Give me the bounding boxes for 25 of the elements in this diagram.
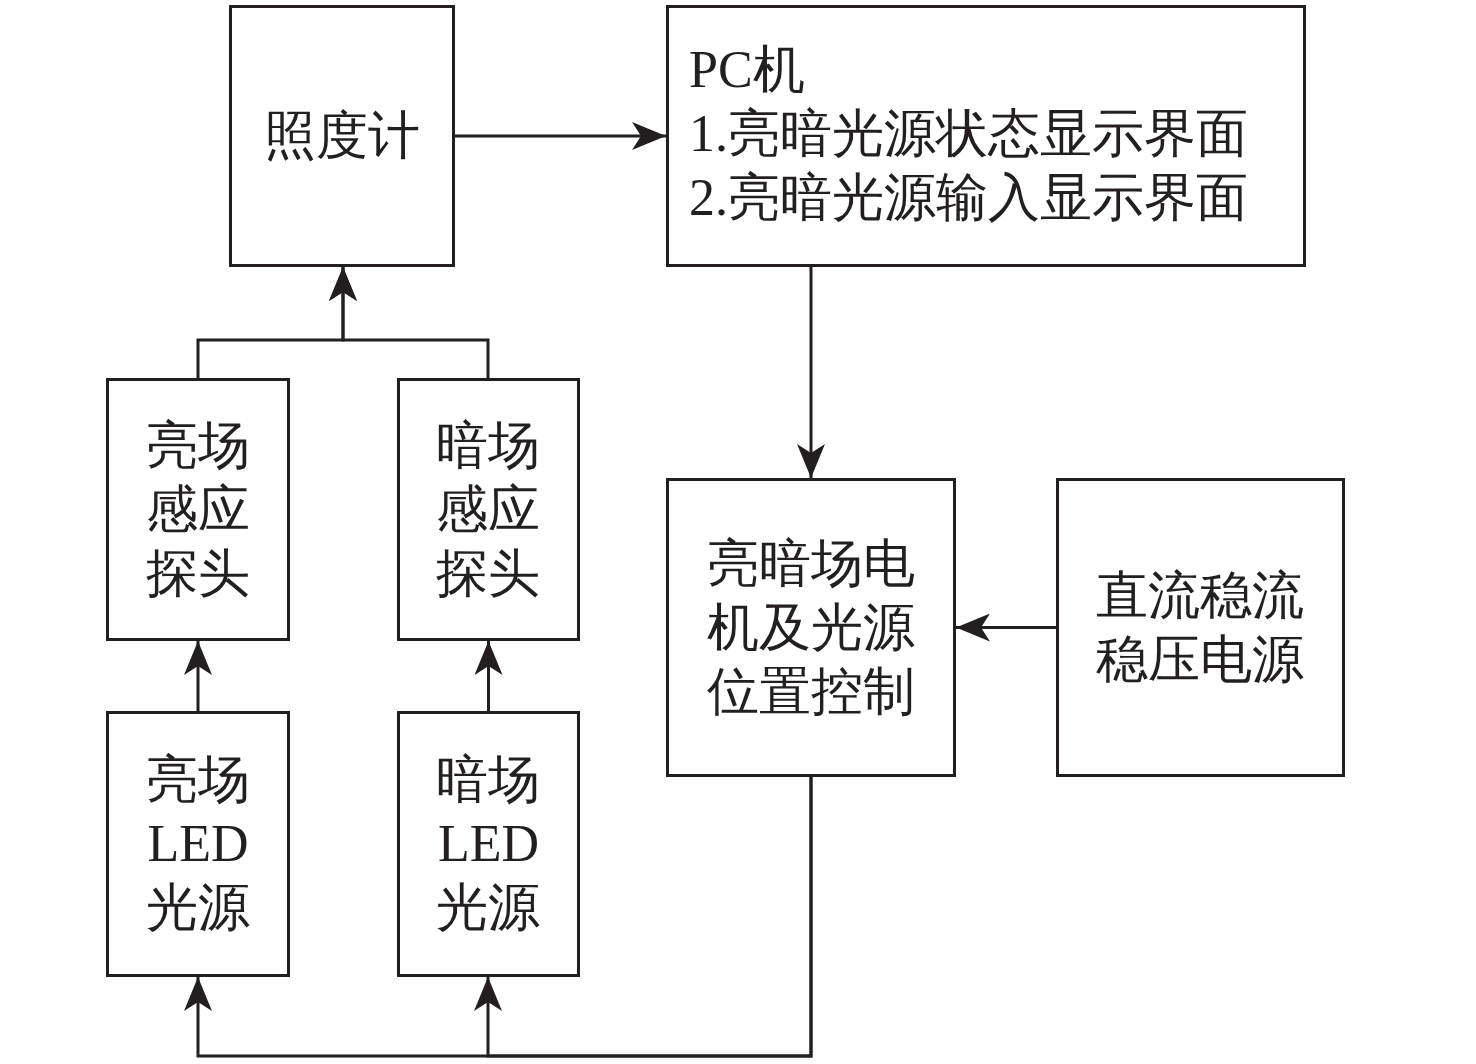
arrow bbox=[455, 122, 666, 150]
box-label: 暗场LED光源 bbox=[435, 750, 542, 938]
box-label: 亮场LED光源 bbox=[145, 750, 251, 938]
process-box bbox=[666, 478, 956, 777]
box-label: 直流稳流稳压电源 bbox=[1095, 565, 1306, 690]
process-box bbox=[229, 5, 455, 267]
box-label: 亮暗场电机及光源位置控制 bbox=[706, 533, 916, 722]
arrow bbox=[474, 777, 813, 1058]
box-heading: PC机 bbox=[689, 40, 805, 100]
process-box bbox=[106, 378, 290, 641]
arrow bbox=[474, 641, 503, 711]
process-box bbox=[397, 378, 580, 641]
arrow bbox=[797, 267, 825, 478]
process-box bbox=[666, 5, 1306, 267]
list-item: 2.亮暗光源输入显示界面 bbox=[689, 168, 1248, 228]
process-box bbox=[106, 711, 290, 977]
arrow bbox=[184, 641, 212, 711]
arrow bbox=[329, 267, 490, 378]
box-label: 照度计 bbox=[264, 106, 420, 166]
arrow bbox=[956, 613, 1056, 642]
process-box bbox=[1056, 478, 1345, 777]
box-label: 暗场感应探头 bbox=[435, 415, 542, 604]
list-item: 1.亮暗光源状态显示界面 bbox=[689, 104, 1248, 164]
box-label: 亮场感应探头 bbox=[145, 415, 251, 604]
process-box bbox=[397, 711, 580, 977]
